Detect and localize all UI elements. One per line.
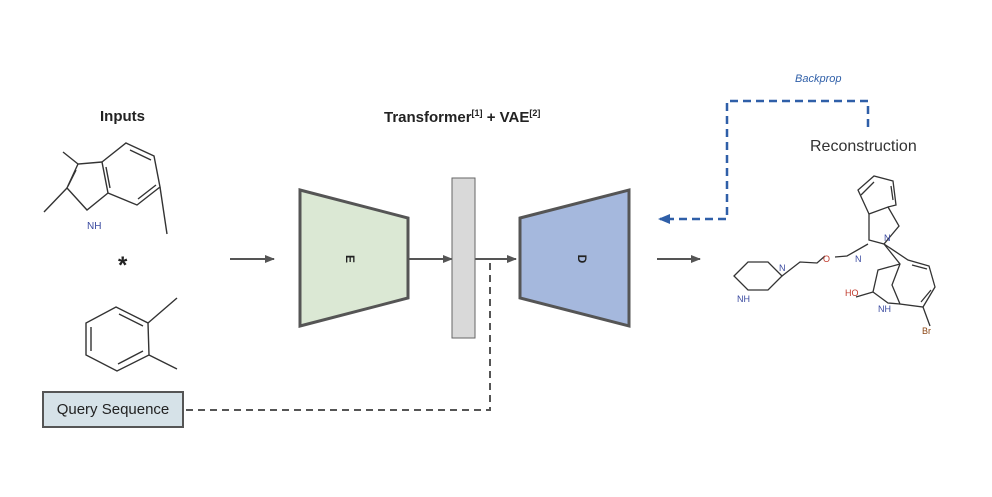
backprop-label: Backprop [795,73,842,85]
latent-space-block [451,177,476,339]
query-sequence-box: Query Sequence [42,391,184,428]
model-title: Transformer[1] + VAE[2] [384,108,540,126]
backprop-arrow [658,99,870,224]
indole-molecule: NH [43,142,168,235]
model-title-connector: + VAE [482,109,530,126]
model-title-main: Transformer [384,109,472,126]
query-conditioning-line [186,262,491,411]
recon-o-atom: O [823,254,830,264]
ref-vae: [2] [529,108,541,118]
inputs-title: Inputs [100,108,145,125]
recon-n1-atom: N [779,263,786,273]
indole-nh-atom: NH [87,221,101,232]
encoder-label: E [343,255,357,263]
recon-br-atom: Br [922,326,931,336]
ref-transformer: [1] [471,108,483,118]
reconstructed-molecule: NH N O N N HO NH Br [733,175,936,336]
recon-nh2-atom: NH [878,304,891,314]
encoder-block [298,188,410,328]
recon-ho-atom: HO [845,288,859,298]
benzene-molecule [85,297,178,372]
reconstruction-title: Reconstruction [810,138,917,155]
recon-n3-atom: N [884,233,891,243]
query-sequence-label: Query Sequence [56,401,170,418]
recon-nh-ring-atom: NH [737,294,750,304]
decoder-label: D [575,255,589,264]
recon-n2-atom: N [855,254,862,264]
decoder-block [518,188,631,328]
input-operator: * [118,252,128,279]
